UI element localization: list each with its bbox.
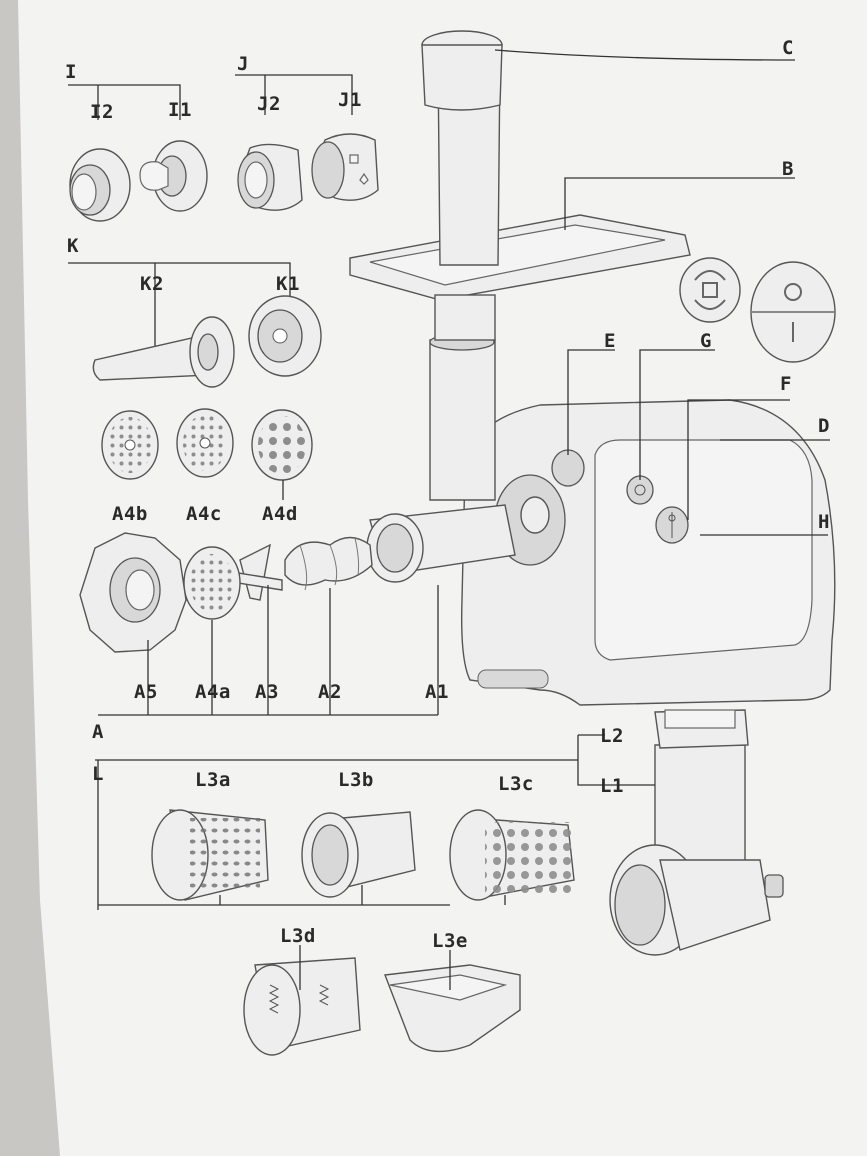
- plate-a4c: [176, 408, 234, 478]
- drum-l3c: [449, 809, 575, 901]
- label-j1: J1: [338, 89, 362, 111]
- label-k1: K1: [276, 273, 300, 295]
- button-g-reverse[interactable]: [626, 475, 654, 505]
- label-k: K: [67, 235, 79, 257]
- label-f: F: [780, 373, 792, 395]
- label-a4b: A4b: [112, 503, 148, 525]
- label-a4a: A4a: [195, 681, 231, 703]
- power-control-icon: [750, 261, 836, 363]
- plate-a4d: [251, 409, 313, 500]
- label-a4c: A4c: [186, 503, 222, 525]
- part-l1-vegetable-cutter-body: [609, 744, 784, 956]
- label-a: A: [92, 721, 104, 743]
- label-a5: A5: [134, 681, 158, 703]
- part-j-kebbe-attachment: [235, 74, 379, 211]
- label-a2: A2: [318, 681, 342, 703]
- label-h: H: [818, 511, 830, 533]
- label-j: J: [237, 53, 249, 75]
- leader-lines: [95, 49, 830, 990]
- label-e: E: [604, 330, 616, 352]
- part-i-sausage-attachment: [68, 84, 208, 222]
- drum-l3d: [243, 957, 361, 1056]
- label-l3d: L3d: [280, 925, 316, 947]
- part-a5-ring: [79, 532, 187, 653]
- label-l1: L1: [600, 775, 624, 797]
- label-g: G: [700, 330, 712, 352]
- label-i2: I2: [90, 101, 114, 123]
- label-l3e: L3e: [432, 930, 468, 952]
- label-a4d: A4d: [262, 503, 298, 525]
- plate-a4b: [101, 410, 159, 480]
- button-f-power[interactable]: [655, 506, 689, 544]
- drum-l3b: [301, 811, 416, 898]
- label-l3c: L3c: [498, 773, 534, 795]
- part-k1-ring: [248, 295, 322, 377]
- label-i: I: [65, 61, 77, 83]
- part-j2-cone: [237, 143, 303, 211]
- label-b: B: [782, 158, 794, 180]
- meat-grinder-body: [349, 30, 836, 706]
- part-a2-auger: [284, 536, 373, 591]
- reverse-control-icon: [679, 257, 741, 323]
- part-a4a-plate: [183, 546, 241, 620]
- part-i2-ring: [69, 148, 131, 222]
- label-i1: I1: [168, 99, 192, 121]
- label-a3: A3: [255, 681, 279, 703]
- button-e[interactable]: [551, 449, 585, 487]
- label-d: D: [818, 415, 830, 437]
- label-l3b: L3b: [338, 769, 374, 791]
- drum-l3a: [151, 809, 269, 901]
- label-c: C: [782, 37, 794, 59]
- label-l3a: L3a: [195, 769, 231, 791]
- part-l2-pusher: [654, 709, 749, 749]
- label-a1: A1: [425, 681, 449, 703]
- drum-l3e: [384, 964, 521, 1053]
- part-k2-nozzle: [92, 316, 235, 388]
- part-k-sausage-filler: [68, 262, 322, 388]
- label-l2: L2: [600, 725, 624, 747]
- label-k2: K2: [140, 273, 164, 295]
- part-i1-nozzle: [139, 140, 208, 212]
- part-j1-cone: [311, 133, 379, 201]
- label-l: L: [92, 763, 104, 785]
- label-j2: J2: [257, 93, 281, 115]
